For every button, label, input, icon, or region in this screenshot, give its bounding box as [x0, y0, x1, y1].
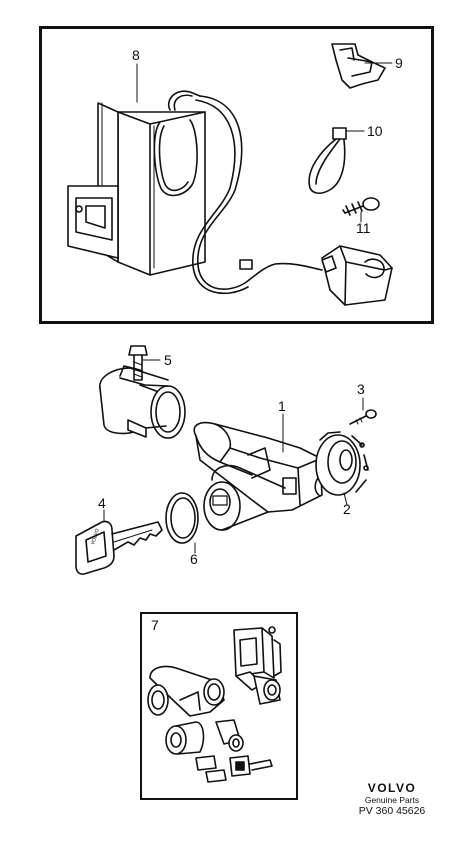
callout-7: 7 [151, 617, 159, 633]
screw-11 [342, 197, 380, 216]
callout-leaders [103, 62, 393, 554]
screw-3 [349, 409, 377, 425]
cable-tie-10 [308, 127, 347, 195]
steering-column-bracket [99, 365, 186, 439]
brand-block: VOLVO Genuine Parts PV 360 45626 [352, 781, 432, 817]
key-4 [75, 520, 163, 575]
callout-1: 1 [278, 398, 286, 414]
callout-9: 9 [395, 55, 403, 71]
callout-4: 4 [98, 495, 106, 511]
callout-10: 10 [367, 123, 383, 139]
clip-9 [331, 43, 386, 89]
brand-subtitle: Genuine Parts [364, 795, 420, 805]
callout-5: 5 [164, 352, 172, 368]
upper-assembly-frame [39, 26, 434, 324]
callout-3: 3 [357, 381, 365, 397]
callout-8: 8 [132, 47, 140, 63]
harness-connector [321, 245, 393, 306]
ignition-lock-housing-1 [193, 421, 323, 531]
callout-6: 6 [190, 551, 198, 567]
bolt-5 [128, 345, 148, 381]
diagram-code: PV 360 45626 [358, 805, 426, 817]
lock-kit-frame [140, 612, 298, 800]
callout-11: 11 [356, 220, 371, 236]
brand-name: VOLVO [367, 781, 417, 795]
ignition-switch-2 [314, 431, 369, 497]
lock-kit-7 [147, 626, 282, 783]
callout-2: 2 [343, 501, 351, 517]
o-ring-6 [165, 492, 199, 544]
control-module-8 [67, 90, 323, 295]
